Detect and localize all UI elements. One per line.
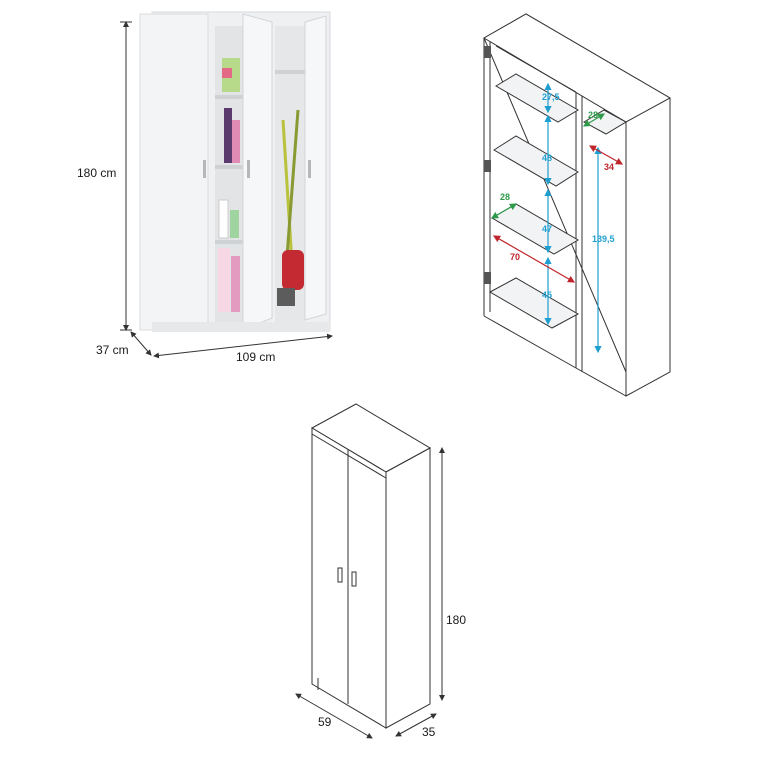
photo-dimensions: [120, 21, 333, 359]
two-door-dimensions: [295, 447, 445, 739]
right-height-label: 139,5: [592, 234, 615, 244]
two-door-width-label: 59: [318, 715, 332, 729]
photo-height-label: 180 cm: [77, 166, 116, 180]
left-shelf-width-label: 70: [510, 252, 520, 262]
shelf-gap-1-label: 27,5: [542, 92, 560, 102]
interior-line-drawing: [483, 13, 672, 397]
hinge-icons: [484, 46, 491, 284]
left-shelf-depth-label: 28: [500, 192, 510, 202]
two-door-handles: [337, 567, 357, 587]
interior-depth-arrows: [490, 113, 606, 219]
interior-shelves: [488, 73, 628, 329]
three-door-cabinet-photo: [139, 11, 331, 332]
photo-depth-label: 37 cm: [96, 343, 129, 357]
shelf-gap-3-label: 47: [542, 224, 552, 234]
right-depth-label: 28: [588, 110, 598, 120]
shelf-gap-2-label: 48: [542, 153, 552, 163]
two-door-depth-label: 35: [422, 725, 436, 739]
shelf-gap-4-label: 45: [542, 290, 552, 300]
photo-width-label: 109 cm: [236, 350, 275, 364]
two-door-height-label: 180: [446, 613, 466, 627]
right-width-label: 34: [604, 162, 614, 172]
two-door-cabinet-drawing: [310, 403, 432, 729]
interior-width-arrows: [492, 145, 624, 283]
